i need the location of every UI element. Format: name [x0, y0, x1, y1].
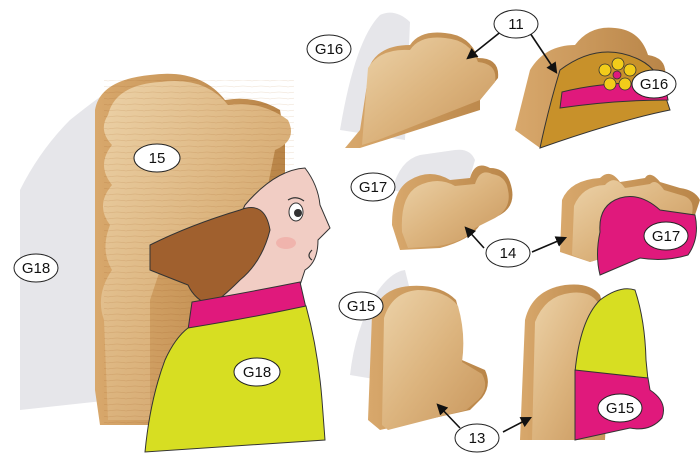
big-assembly — [20, 74, 330, 452]
svg-text:G18: G18 — [22, 260, 50, 277]
label-g18-shadow: G18 — [14, 254, 58, 282]
svg-text:11: 11 — [508, 16, 524, 33]
svg-text:G17: G17 — [652, 228, 680, 245]
label-g15-shadow: G15 — [339, 292, 383, 320]
svg-text:G16: G16 — [315, 41, 343, 58]
svg-text:G15: G15 — [347, 298, 375, 315]
svg-text:14: 14 — [500, 245, 517, 262]
svg-text:G16: G16 — [640, 76, 668, 93]
label-g17-hat: G17 — [644, 222, 688, 250]
label-11: 11 — [494, 10, 538, 38]
label-g15-dress: G15 — [598, 394, 642, 422]
bottom-right-piece — [520, 284, 664, 440]
label-g16-hat: G16 — [632, 70, 676, 98]
svg-text:G18: G18 — [243, 364, 271, 381]
svg-text:G17: G17 — [359, 179, 387, 196]
label-g18-dress: G18 — [234, 358, 280, 386]
svg-text:13: 13 — [469, 430, 486, 447]
label-15: 15 — [134, 144, 180, 172]
label-14: 14 — [486, 239, 530, 267]
svg-text:15: 15 — [149, 150, 166, 167]
label-g16-shadow: G16 — [307, 35, 351, 63]
top-middle-piece — [340, 13, 498, 148]
label-g17-shadow: G17 — [351, 173, 395, 201]
label-13: 13 — [455, 424, 499, 452]
svg-text:G15: G15 — [606, 400, 634, 417]
middle-left-piece — [392, 150, 512, 250]
